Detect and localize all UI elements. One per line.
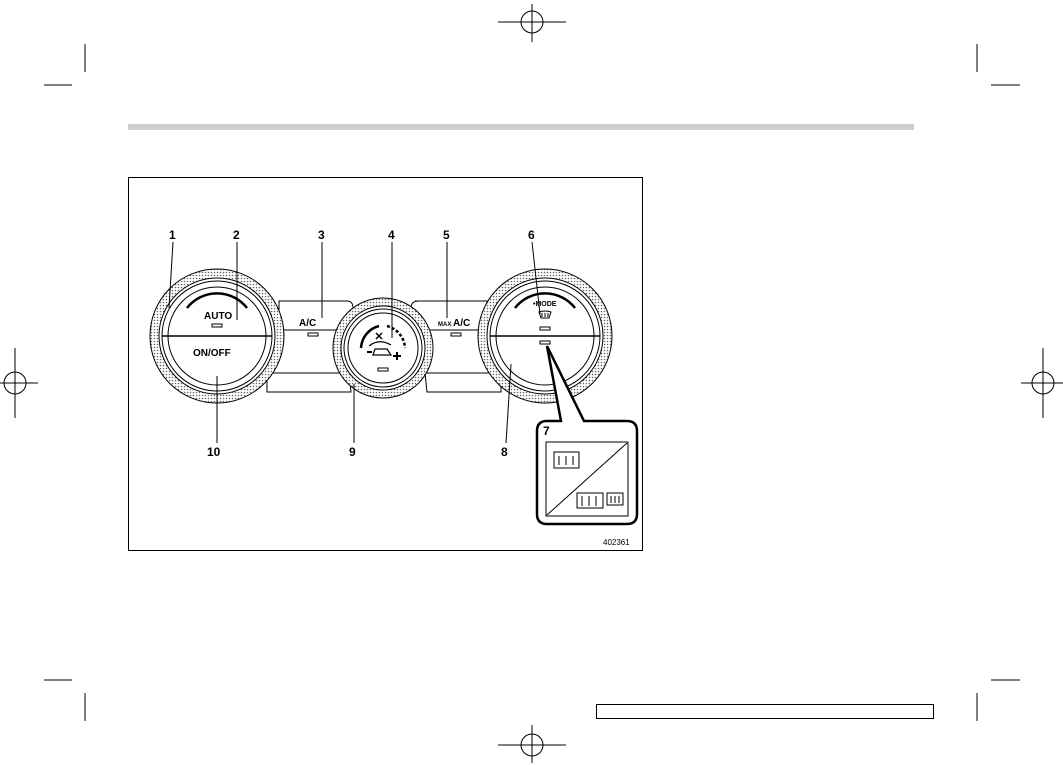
callout-4: 4 (388, 228, 395, 242)
upper-panel-strip-right (410, 300, 488, 331)
registration-target-bottom (498, 725, 566, 763)
left-dial (149, 268, 285, 404)
ac-label: A/C (299, 318, 317, 329)
rear-defroster-and-mirror-heater-icon (576, 492, 624, 509)
callout-7: 7 (543, 424, 550, 438)
header-bar (128, 124, 914, 130)
callout-1: 1 (169, 228, 176, 242)
callout-7-box (535, 345, 639, 526)
max-ac-indicator (450, 332, 462, 337)
center-dial (332, 297, 434, 399)
on-off-label: ON/OFF (193, 348, 231, 359)
callout-7-divider (546, 442, 628, 516)
registration-target-left (0, 348, 38, 418)
auto-label: AUTO (204, 311, 233, 322)
callout-10: 10 (207, 445, 221, 459)
registration-target-top (498, 4, 566, 42)
climate-control-panel-illustration (149, 241, 639, 526)
lower-panel-strip (266, 372, 352, 393)
callout-6: 6 (528, 228, 535, 242)
crop-marks (44, 44, 1020, 721)
leader-lines (168, 241, 541, 444)
plus-icon (393, 352, 401, 360)
rear-defroster-icon (553, 451, 580, 469)
callout-9: 9 (349, 445, 356, 459)
callout-8: 8 (501, 445, 508, 459)
figure-id: 402361 (603, 538, 630, 547)
footer-box (596, 704, 934, 719)
windshield-defroster-icon (538, 310, 552, 319)
car-recirculation-icon (368, 341, 393, 356)
callout-3: 3 (318, 228, 325, 242)
max-ac-label: A/C (453, 318, 471, 329)
ac-indicator (307, 332, 319, 337)
right-dial (477, 268, 613, 404)
figure-frame: 1 2 3 4 5 6 7 8 9 10 AUTO ON/OFF A/C MAX… (128, 177, 643, 551)
callout-7-inner-box (545, 441, 629, 517)
callout-2: 2 (233, 228, 240, 242)
callout-5: 5 (443, 228, 450, 242)
lower-panel-strip-right (424, 372, 502, 393)
mode-label: •MODE (533, 301, 557, 308)
registration-target-right (1021, 348, 1063, 418)
max-prefix-label: MAX (438, 322, 452, 328)
fan-icon (375, 332, 383, 340)
